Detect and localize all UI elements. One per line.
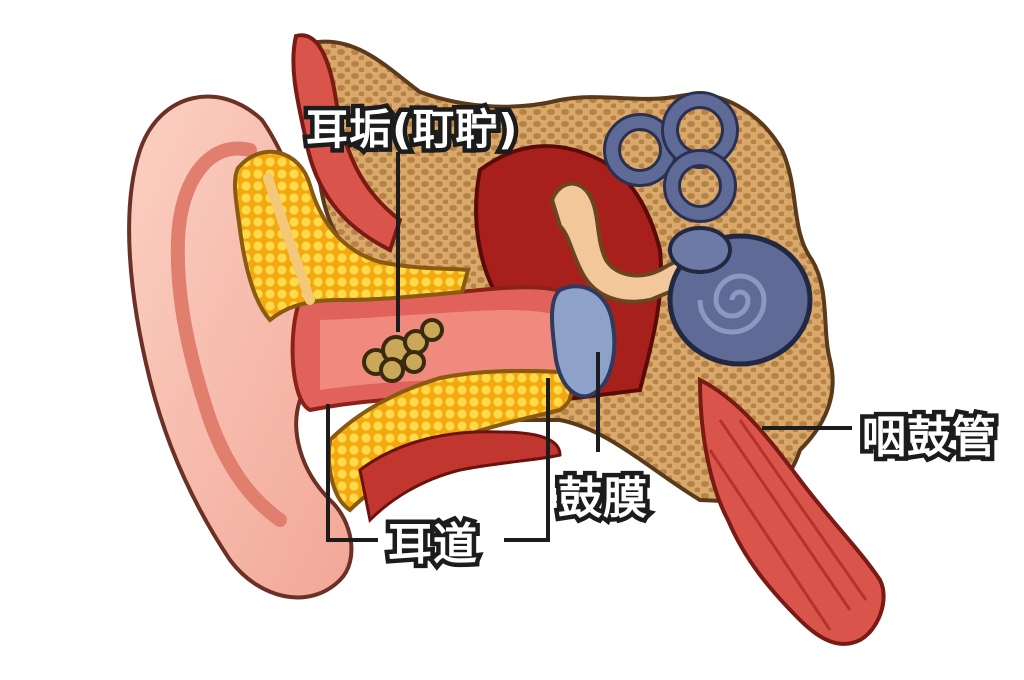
eardrum-shape [550, 284, 617, 399]
label-earwax: 耳垢(耵聍) [301, 101, 521, 159]
temporal-muscle [291, 33, 403, 253]
pinna-fold [170, 141, 287, 527]
cochlea [667, 226, 813, 367]
upper-cartilage [232, 149, 471, 323]
leader-lines [326, 152, 852, 542]
eustachian-tube-stripes [708, 419, 868, 631]
label-eustachian-tube: 咽鼓管 [858, 408, 1001, 468]
semicircular-canals [603, 91, 739, 223]
label-eardrum: 鼓膜 [554, 469, 652, 529]
lower-soft-tissue [358, 430, 562, 524]
upper-cartilage-streak [263, 173, 315, 305]
ear-canal-leader-left [326, 404, 378, 542]
ear-canal-leader-right [504, 378, 550, 542]
earwax-blob [362, 318, 444, 383]
label-ear-canal: 耳道 [384, 515, 482, 575]
eustachian-tube-shape [697, 376, 886, 646]
